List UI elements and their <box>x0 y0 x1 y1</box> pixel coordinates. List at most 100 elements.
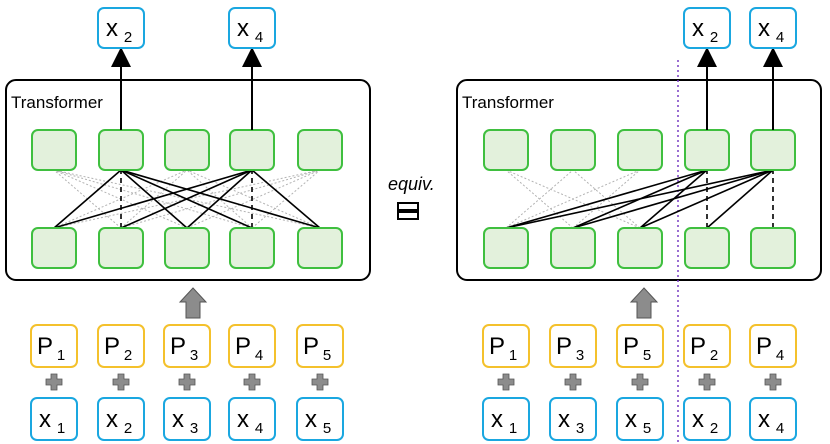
right-top-node <box>684 129 730 171</box>
left-bottom-node <box>98 227 144 269</box>
left-position-box-subscript: 3 <box>190 347 198 364</box>
right-output-box-subscript: 2 <box>710 29 718 46</box>
right-top-node <box>550 129 596 171</box>
right-solid-link <box>706 169 774 229</box>
right-position-box-base: P <box>623 333 639 360</box>
right-token-box-base: x <box>758 406 770 433</box>
right-token-box-subscript: 5 <box>643 420 651 437</box>
right-transformer-box <box>456 79 822 281</box>
left-bottom-node <box>31 227 77 269</box>
right-output-box-subscript: 4 <box>776 29 784 46</box>
left-top-node <box>229 129 275 171</box>
right-position-box-subscript: 1 <box>509 347 517 364</box>
right-bottom-node <box>750 227 796 269</box>
right-token-box-subscript: 4 <box>776 420 784 437</box>
left-top-node <box>297 129 343 171</box>
right-token-box-base: x <box>692 406 704 433</box>
right-token-box-subscript: 2 <box>710 420 718 437</box>
left-token-box-base: x <box>106 406 118 433</box>
left-solid-link <box>251 169 321 229</box>
plus-icon <box>311 373 329 391</box>
plus-icon <box>112 373 130 391</box>
right-hidden-nodes <box>483 129 796 269</box>
equiv-icon <box>397 202 419 220</box>
right-token-box-base: x <box>558 406 570 433</box>
right-position-box-base: P <box>690 333 706 360</box>
right-position-box-base: P <box>556 333 572 360</box>
right-bottom-node <box>483 227 529 269</box>
left-token-box-subscript: 3 <box>190 420 198 437</box>
left-top-node <box>164 129 210 171</box>
right-position-box-subscript: 2 <box>710 347 718 364</box>
left-output-box-base: x <box>106 15 118 42</box>
right-solid-link <box>505 169 774 229</box>
left-input-arrow <box>178 287 208 319</box>
left-position-box-base: P <box>37 333 53 360</box>
left-output-box-subscript: 2 <box>124 29 132 46</box>
left-token-box-subscript: 4 <box>255 420 263 437</box>
right-top-node <box>483 129 529 171</box>
left-bottom-node <box>229 227 275 269</box>
left-bottom-node <box>164 227 210 269</box>
right-position-box-subscript: 5 <box>643 347 651 364</box>
left-position-box-subscript: 2 <box>124 347 132 364</box>
left-position-box-base: P <box>104 333 120 360</box>
plus-icon <box>45 373 63 391</box>
right-attention-links <box>505 169 774 229</box>
right-position-box-base: P <box>489 333 505 360</box>
left-transformer-box <box>5 79 371 281</box>
right-token-box-subscript: 1 <box>509 420 517 437</box>
left-position-box-subscript: 4 <box>255 347 263 364</box>
left-transformer-label: Transformer <box>11 93 103 112</box>
right-output-box-base: x <box>692 15 704 42</box>
right-top-node <box>617 129 663 171</box>
left-dotted-link <box>120 169 188 229</box>
left-top-node <box>98 129 144 171</box>
plus-icon <box>698 373 716 391</box>
left-token-box-subscript: 2 <box>124 420 132 437</box>
left-solid-link <box>186 169 253 229</box>
right-output-box-base: x <box>758 15 770 42</box>
left-position-box-subscript: 5 <box>323 347 331 364</box>
right-dotted-link <box>505 169 641 229</box>
right-bottom-node <box>684 227 730 269</box>
equiv-label: equiv. <box>388 174 435 194</box>
right-position-box-subscript: 4 <box>776 347 784 364</box>
right-token-box-base: x <box>625 406 637 433</box>
right-dotted-link <box>505 169 574 229</box>
right-token-box-subscript: 3 <box>576 420 584 437</box>
right-top-node <box>750 129 796 171</box>
right-solid-link <box>572 169 774 229</box>
right-transformer-label: Transformer <box>462 93 554 112</box>
left-output-box-subscript: 4 <box>255 29 263 46</box>
right-token-box-base: x <box>491 406 503 433</box>
left-solid-link <box>53 169 253 229</box>
left-token-box-base: x <box>237 406 249 433</box>
left-dotted-link <box>186 169 253 229</box>
plus-icon <box>497 373 515 391</box>
left-token-box-subscript: 5 <box>323 420 331 437</box>
left-top-node <box>31 129 77 171</box>
plus-icon <box>178 373 196 391</box>
left-solid-link <box>53 169 122 229</box>
